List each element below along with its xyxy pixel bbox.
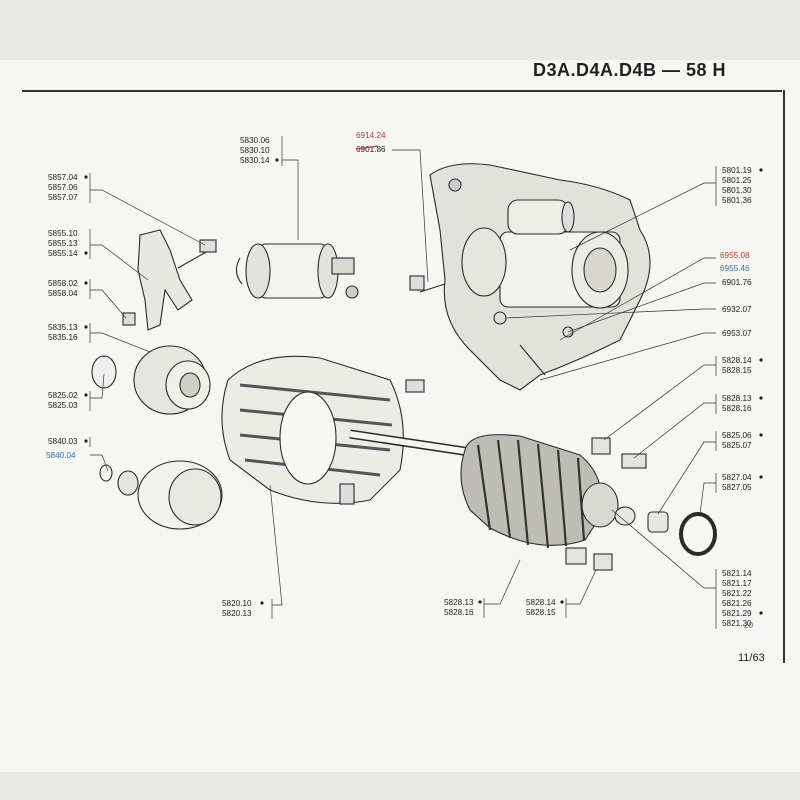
part-number: 5828.16 [444, 608, 474, 617]
part-number: 5820.13 [222, 609, 252, 618]
part-number: 5821.30 [722, 619, 752, 628]
label-group-brush-b: 5828.13 5828.16 [715, 394, 752, 414]
part-number: 5821.26 [722, 599, 752, 608]
label-group-lever-screw: 5857.04 5857.06 5857.07 [48, 173, 91, 203]
part-number: 5857.06 [48, 183, 78, 192]
label-group-end-cap: 5827.04 5827.05 [715, 473, 752, 493]
reference-dots [84, 158, 763, 615]
part-number: 5830.06 [240, 136, 270, 145]
part-number: 6953.07 [722, 329, 752, 338]
part-number: 5855.14 [48, 249, 78, 258]
right-margin-rule [783, 90, 785, 663]
part-number: 5801.19 [722, 166, 752, 175]
part-number: 5828.14 [526, 598, 556, 607]
part-number: 5801.36 [722, 196, 752, 205]
part-number-handwritten: 5840.04 [46, 451, 76, 460]
label-group-brush-a: 5828.14 5828.15 [715, 356, 752, 376]
label-group-starter: 5801.19 5801.25 5801.30 5801.36 [715, 166, 752, 206]
starter-motor-illustration [429, 163, 651, 391]
leader-lines [90, 149, 716, 606]
label-group-bush-right: 5825.06 5825.07 [715, 431, 752, 451]
part-number: 5855.13 [48, 239, 78, 248]
part-number: 5821.14 [722, 569, 752, 578]
label-group-nut: 5858.02 5858.04 [48, 279, 91, 299]
part-number: 6901.86 [356, 145, 386, 154]
part-number: 6932.07 [722, 305, 752, 314]
label-group-screw-right: 6955.08 6955.46 [720, 251, 750, 273]
part-number: 5835.13 [48, 323, 78, 332]
part-number: 6901.76 [722, 278, 752, 287]
part-number: 5857.04 [48, 173, 78, 182]
label-group-drive: 5835.13 5835.16 [48, 323, 91, 343]
part-number: 5821.22 [722, 589, 752, 598]
label-group-ring: 5840.03 5840.04 [46, 437, 91, 460]
part-number: 5821.29 [722, 609, 752, 618]
part-number: 5855.10 [48, 229, 78, 238]
label-group-solenoid: 5830.06 5830.10 5830.14 [240, 136, 283, 166]
part-number: 5840.03 [48, 437, 78, 446]
label-group-lever: 5855.10 5855.13 5855.14 [48, 229, 91, 259]
armature-illustration [349, 429, 636, 549]
label-group-brush-bottom-b: 5828.14 5828.15 [526, 598, 567, 618]
page-number: 11/63 [738, 652, 765, 664]
part-number: 5801.25 [722, 176, 752, 185]
part-number: 5830.10 [240, 146, 270, 155]
part-number: 5858.04 [48, 289, 78, 298]
handwritten-note: 20 [744, 621, 754, 630]
part-number: 5857.07 [48, 193, 78, 202]
label-group-bolt: 6914.24 6901.86 [355, 131, 386, 154]
long-bolt-illustration [409, 275, 446, 293]
part-number: 6955.08 [720, 251, 750, 260]
part-number: 5830.14 [240, 156, 270, 165]
part-number: 5858.02 [48, 279, 78, 288]
part-number: 5835.16 [48, 333, 78, 342]
page-title: D3A.D4A.D4B — 58 H [533, 60, 727, 80]
label-group-field-coil: 5820.10 5820.13 [222, 599, 273, 619]
label-group-bush-left: 5825.02 5825.03 [48, 391, 91, 411]
part-number: 5828.15 [722, 366, 752, 375]
brush-parts-illustration [565, 437, 717, 571]
part-number: 5825.03 [48, 401, 78, 410]
label-group-armature: 5821.14 5821.17 5821.22 5821.26 5821.29 … [715, 569, 754, 630]
part-number: 5828.14 [722, 356, 752, 365]
header-rule [22, 90, 782, 92]
part-number: 5820.10 [222, 599, 252, 608]
label-group-brush-bottom-a: 5828.13 5828.16 [444, 598, 485, 618]
part-number-handwritten: 6955.46 [720, 264, 750, 273]
part-number: 5827.05 [722, 483, 752, 492]
part-number-handwritten: 6914.24 [356, 131, 386, 140]
part-number: 5828.13 [444, 598, 474, 607]
ring-illustration [99, 460, 223, 530]
shift-fork-illustration [122, 229, 217, 331]
part-number: 5828.15 [526, 608, 556, 617]
part-number: 5828.16 [722, 404, 752, 413]
part-number: 5821.17 [722, 579, 752, 588]
part-number: 5825.02 [48, 391, 78, 400]
drive-pinion-illustration [91, 345, 211, 415]
part-number: 5801.30 [722, 186, 752, 195]
part-number: 5828.13 [722, 394, 752, 403]
part-number: 5825.06 [722, 431, 752, 440]
solenoid-illustration [235, 243, 359, 299]
field-coil-illustration [221, 355, 425, 505]
part-number: 5825.07 [722, 441, 752, 450]
part-number: 5827.04 [722, 473, 752, 482]
